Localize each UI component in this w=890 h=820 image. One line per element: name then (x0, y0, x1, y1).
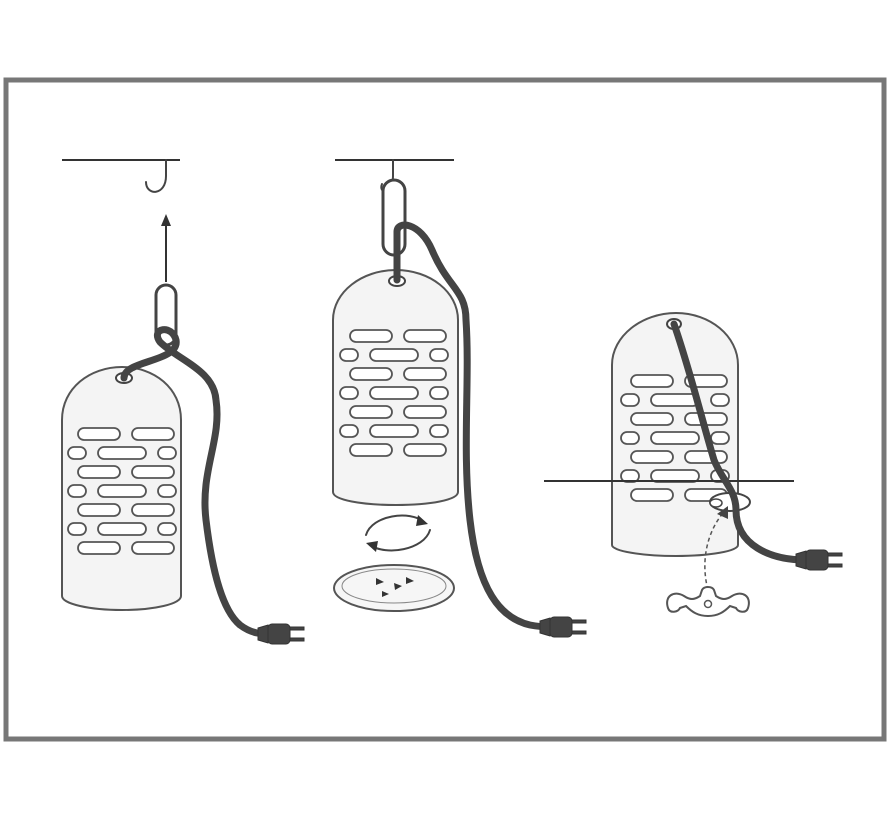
rotation-arrows (365, 514, 431, 552)
pointer-arrow-head (717, 506, 728, 519)
clip-hole (709, 498, 723, 508)
bracket-hole (703, 599, 713, 609)
collection-tray (333, 564, 455, 612)
up-arrow (161, 214, 171, 282)
pointer-arrow (704, 511, 725, 591)
insects (376, 577, 414, 597)
ceiling-hook (145, 159, 167, 193)
panel-hanging-step (61, 159, 305, 645)
tray-inner (341, 568, 447, 604)
power-cord (670, 320, 810, 564)
panel-stand-step (544, 311, 843, 618)
power-cord (120, 326, 274, 638)
power-cord (393, 221, 556, 631)
panel-hung-step (332, 159, 587, 638)
